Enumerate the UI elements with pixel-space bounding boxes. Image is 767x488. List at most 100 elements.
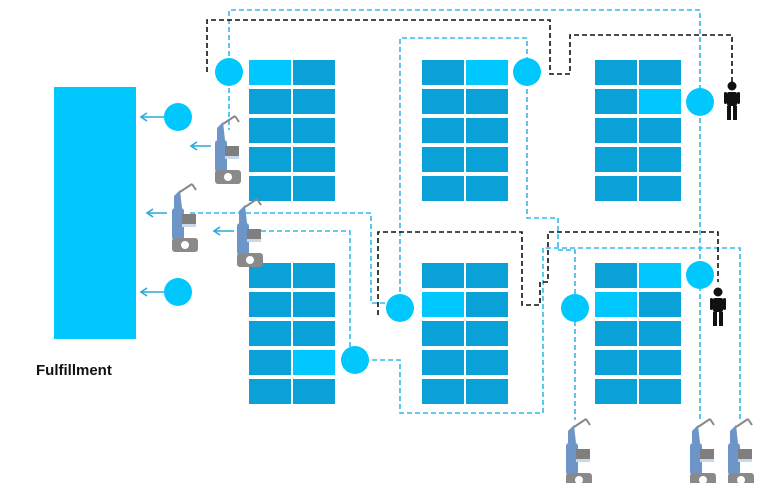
rack-cell	[422, 379, 464, 404]
arrow-left-icon	[145, 208, 167, 218]
picking-robot-icon	[727, 418, 755, 488]
rack-cell	[639, 379, 681, 404]
rack-cell	[249, 321, 291, 346]
rack-cell	[466, 176, 508, 201]
rack-cell	[422, 89, 464, 114]
picking-robot-icon	[565, 418, 593, 488]
arrow-left-icon	[189, 141, 211, 151]
rack-cell	[422, 118, 464, 143]
rack-cell	[293, 263, 335, 288]
rack-cell	[249, 379, 291, 404]
rack-cell	[595, 350, 637, 375]
arrow-left-icon	[139, 287, 164, 297]
storage-rack	[595, 60, 681, 201]
fulfillment-label: Fulfillment	[36, 362, 112, 379]
delivery-arrows	[139, 112, 234, 297]
arrow-left-icon	[139, 112, 164, 122]
robot-paths	[190, 9, 741, 420]
picking-robot-icon	[236, 198, 264, 268]
rack-cell-highlighted	[466, 60, 508, 85]
rack-cell	[249, 147, 291, 172]
robot-path-lower-loop	[253, 230, 741, 420]
rack-cell	[595, 321, 637, 346]
rack-cell	[249, 89, 291, 114]
rack-cell-highlighted	[639, 263, 681, 288]
rack-cell	[293, 147, 335, 172]
waypoint-node	[686, 261, 714, 289]
rack-cell	[595, 176, 637, 201]
rack-cell	[466, 292, 508, 317]
waypoint-node	[561, 294, 589, 322]
human-path-bottom	[377, 231, 719, 315]
rack-cell	[595, 118, 637, 143]
robot-path-top	[228, 9, 701, 102]
waypoint-node	[164, 278, 192, 306]
rack-cell	[466, 379, 508, 404]
rack-cell	[639, 60, 681, 85]
rack-cell	[422, 350, 464, 375]
rack-cell	[466, 118, 508, 143]
picking-robot-icon	[171, 183, 199, 253]
rack-cell-highlighted	[639, 89, 681, 114]
waypoint-node	[215, 58, 243, 86]
rack-cell	[293, 379, 335, 404]
rack-cell	[639, 147, 681, 172]
picking-robot-icon	[689, 418, 717, 488]
rack-cell	[595, 379, 637, 404]
storage-rack	[422, 60, 508, 201]
rack-cell	[639, 350, 681, 375]
arrow-left-icon	[212, 226, 234, 236]
rack-cell	[422, 60, 464, 85]
storage-rack	[249, 263, 335, 404]
rack-cell	[293, 292, 335, 317]
fulfillment-station	[54, 87, 136, 339]
storage-rack	[249, 60, 335, 201]
waypoint-node	[164, 103, 192, 131]
human-paths	[206, 19, 733, 315]
rack-cell-highlighted	[293, 350, 335, 375]
rack-cell	[595, 263, 637, 288]
rack-cell	[249, 350, 291, 375]
rack-cell	[595, 89, 637, 114]
rack-cell-highlighted	[249, 60, 291, 85]
rack-cell	[293, 176, 335, 201]
rack-cell-highlighted	[595, 292, 637, 317]
rack-cell	[249, 118, 291, 143]
rack-cell	[293, 60, 335, 85]
rack-cell	[422, 147, 464, 172]
rack-cell	[422, 321, 464, 346]
waypoint-node	[686, 88, 714, 116]
rack-cell	[249, 176, 291, 201]
rack-cell	[293, 321, 335, 346]
waypoint-node	[386, 294, 414, 322]
waypoint-nodes	[164, 58, 714, 374]
person-icon	[710, 287, 726, 326]
robot-path-shelf-loop	[190, 212, 400, 304]
rack-cell	[639, 176, 681, 201]
storage-racks	[249, 60, 681, 404]
robot-path-mid-upper	[399, 37, 576, 420]
waypoint-node	[341, 346, 369, 374]
rack-cell	[639, 118, 681, 143]
rack-cell	[293, 118, 335, 143]
rack-cell	[639, 292, 681, 317]
waypoint-node	[513, 58, 541, 86]
human-path-top	[206, 19, 733, 92]
rack-cell	[466, 350, 508, 375]
rack-cell	[639, 321, 681, 346]
rack-cell	[422, 176, 464, 201]
storage-rack	[595, 263, 681, 404]
rack-cell	[466, 89, 508, 114]
rack-cell	[422, 263, 464, 288]
person-icon	[724, 81, 740, 120]
rack-cell	[249, 263, 291, 288]
rack-cell-highlighted	[422, 292, 464, 317]
rack-cell	[595, 147, 637, 172]
rack-cell	[293, 89, 335, 114]
picking-robot-icon	[214, 115, 242, 185]
rack-cell	[466, 321, 508, 346]
rack-cell	[466, 147, 508, 172]
rack-cell	[466, 263, 508, 288]
